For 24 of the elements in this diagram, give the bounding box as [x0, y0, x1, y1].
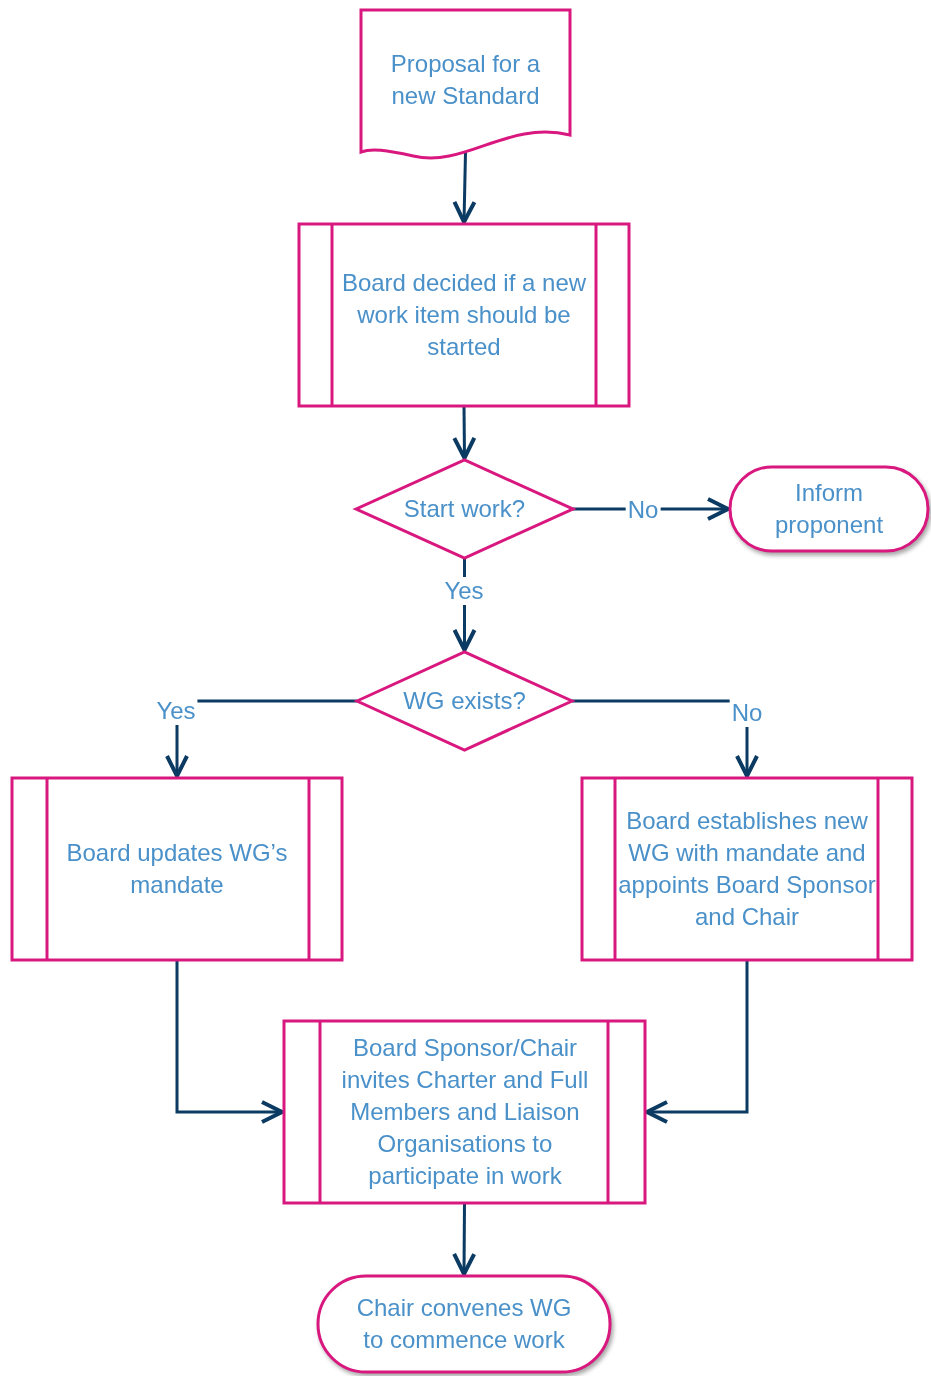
edge-label: No	[729, 699, 765, 727]
arrow	[452, 151, 477, 224]
arrow	[645, 960, 749, 1124]
arrow	[452, 406, 477, 460]
node-text: Chair convenes WG to commence work	[355, 1293, 573, 1355]
document-shape	[361, 10, 570, 160]
predefined-process-box	[299, 224, 629, 406]
node-text: Board Sponsor/Chair invites Charter and Full Members and Liaison Organisations to participate in work	[340, 1033, 590, 1191]
node-text: Board decided if a new work item should be started	[340, 268, 588, 362]
node-text: Inform proponent	[773, 478, 885, 540]
terminator-shape	[730, 467, 928, 551]
edge-label: Yes	[154, 697, 198, 725]
predefined-process-box	[284, 1021, 645, 1203]
node-text: Start work?	[402, 494, 527, 524]
arrow	[452, 1203, 477, 1276]
node-text: WG exists?	[402, 686, 527, 716]
terminator-shape	[318, 1276, 610, 1372]
node-text: Proposal for a new Standard	[389, 49, 542, 111]
edge-label: Yes	[442, 577, 486, 605]
arrow	[175, 960, 284, 1124]
node-text: Board updates WG’s mandate	[65, 838, 289, 900]
node-text: Board establishes new WG with mandate and appoints Board Sponsor and Chair	[618, 806, 876, 932]
predefined-process-box	[582, 778, 912, 960]
predefined-process-box	[12, 778, 342, 960]
